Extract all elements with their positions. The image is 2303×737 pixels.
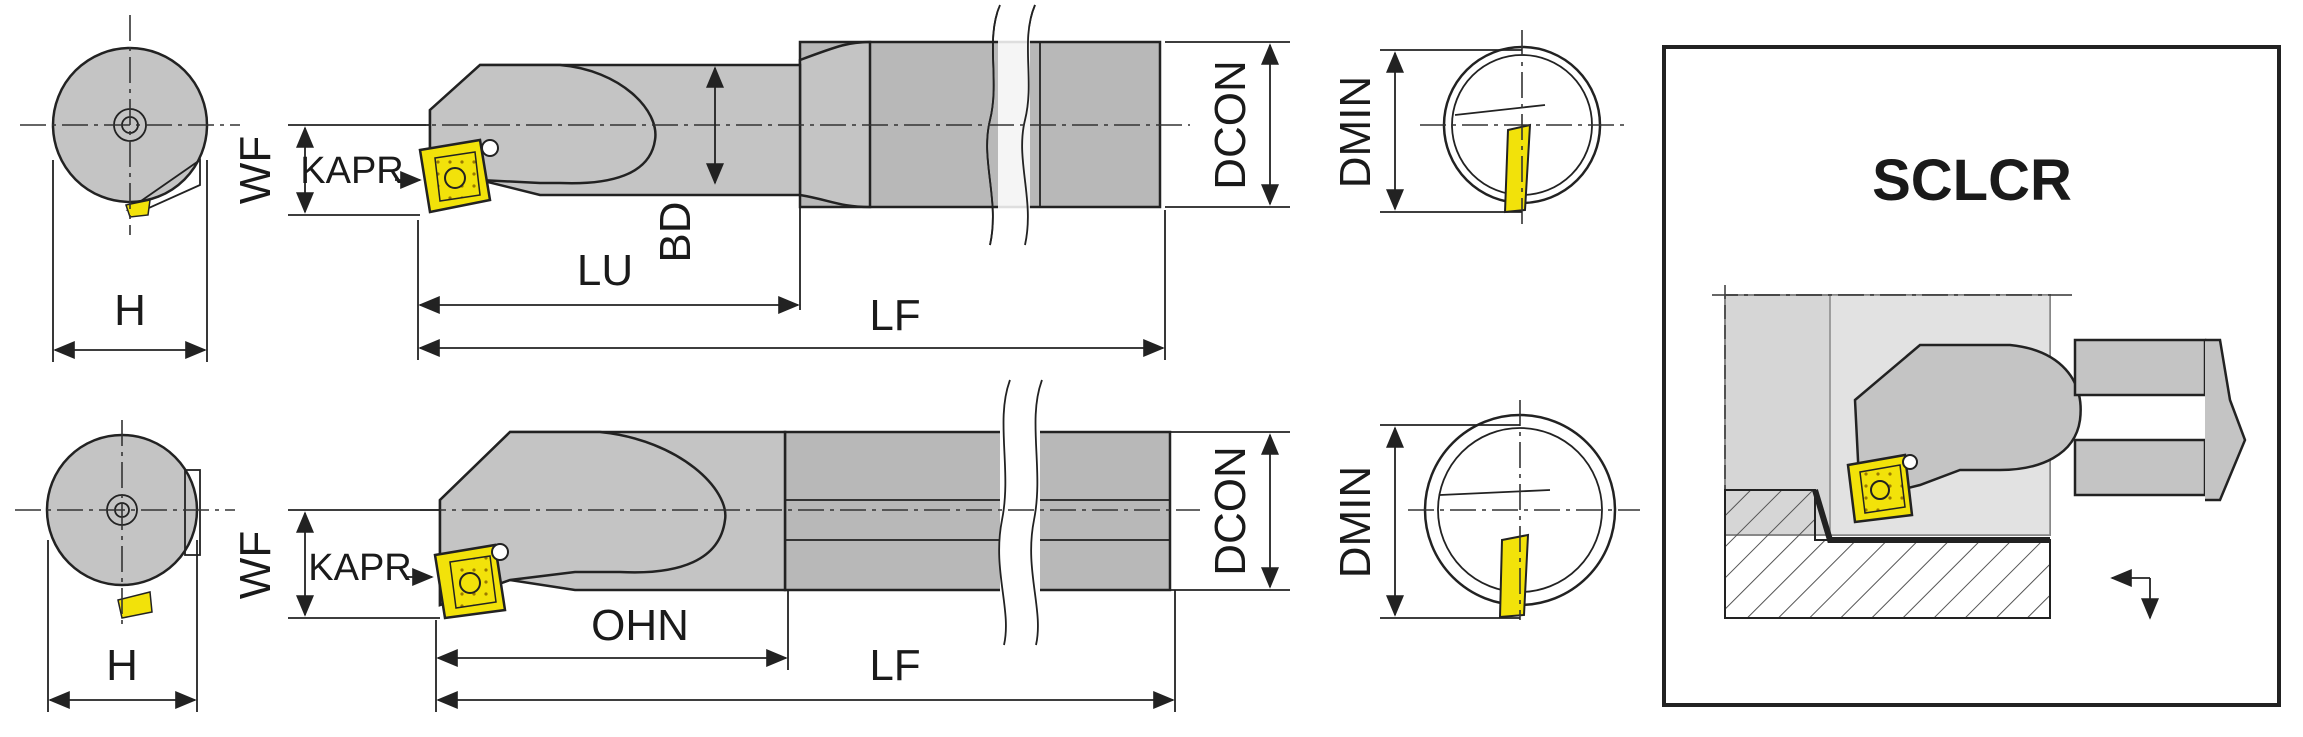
dim-dmin-top: DMIN [1331,49,1522,213]
label-h-top: H [114,286,146,335]
label-dmin-top: DMIN [1331,76,1380,188]
label-dcon-top: DCON [1206,60,1255,190]
tool-body-bottom [420,375,1200,646]
label-bd-top: BD [651,201,700,262]
dims-bottom: WF KAPR OHN LF DCON [231,431,1290,712]
dim-h-bottom: H [47,540,198,712]
label-lf-bottom: LF [869,641,920,690]
label-wf-top: WF [231,136,280,204]
dims-top: WF KAPR BD LU LF DCON [231,41,1290,360]
label-dmin-bottom: DMIN [1331,466,1380,578]
label-kapr-bottom: KAPR [308,547,411,589]
label-kapr-top: KAPR [300,150,403,192]
end-view-bottom-left [15,420,235,630]
label-lf-top: LF [869,291,920,340]
insert-top [418,138,499,214]
end-view-top-left [20,15,240,235]
label-wf-bottom: WF [231,531,280,599]
insert-bottom [433,543,509,620]
end-view-bottom-right [1408,400,1640,620]
label-dcon-bottom: DCON [1206,446,1255,576]
label-h-bottom: H [106,641,138,690]
legend-title: SCLCR [1872,148,2072,213]
dim-dmin-bottom: DMIN [1331,424,1520,619]
end-view-top-right [1420,30,1630,225]
label-ohn-bottom: OHN [591,601,689,650]
tool-body-top [400,0,1190,250]
dim-h-top: H [52,160,208,362]
label-lu-top: LU [577,246,633,295]
legend-box: SCLCR [1662,45,2281,707]
